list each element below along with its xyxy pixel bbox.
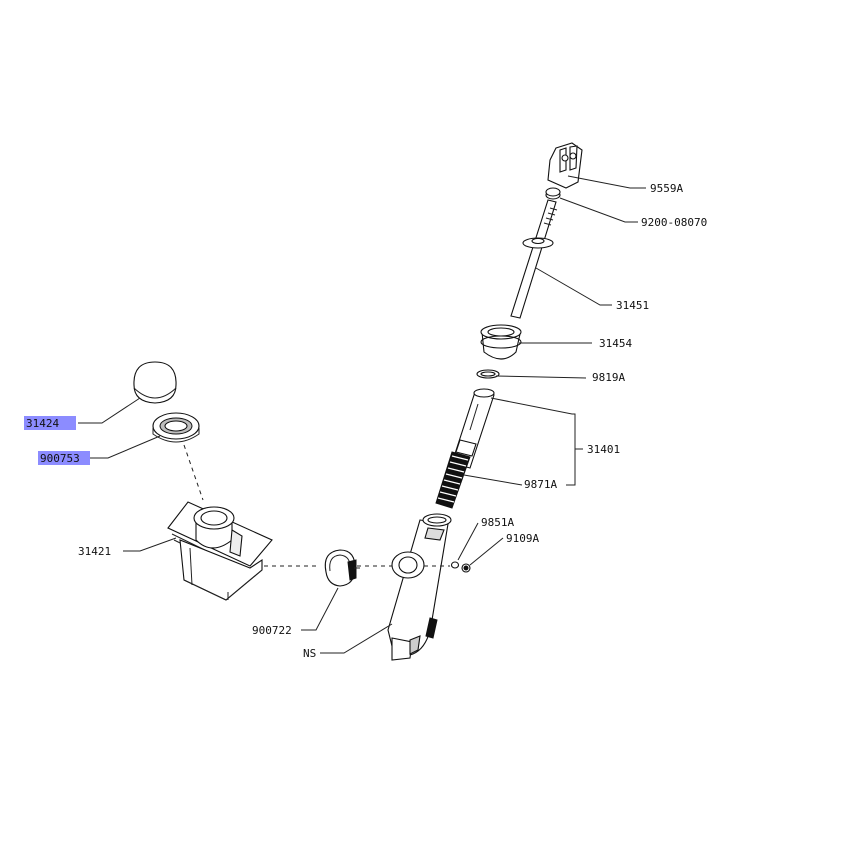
label-31401: 31401	[587, 443, 620, 456]
reservoir-tank-31421	[167, 501, 273, 601]
oring-9851a	[450, 561, 460, 569]
label-9851a: 9851A	[481, 516, 514, 529]
oring-9819a	[476, 369, 500, 379]
rod-31451	[510, 199, 558, 319]
highlight-900753	[38, 451, 90, 465]
seal-900753	[152, 412, 200, 443]
highlight-31424	[24, 416, 76, 430]
drain-body	[387, 513, 452, 661]
screw-9109a	[461, 563, 471, 573]
label-31421: 31421	[78, 545, 111, 558]
label-900753: 900753	[40, 452, 80, 465]
label-9109a: 9109A	[506, 532, 539, 545]
bushing-31454	[480, 324, 522, 360]
label-9871a: 9871A	[524, 478, 557, 491]
leader-lines	[78, 175, 646, 654]
label-31424: 31424	[26, 417, 59, 430]
label-31454: 31454	[599, 337, 632, 350]
label-31451: 31451	[616, 299, 649, 312]
label-9559a: 9559A	[650, 182, 683, 195]
label-ns: NS	[303, 647, 316, 660]
label-9819a: 9819A	[592, 371, 625, 384]
label-9200-08070: 9200-08070	[641, 216, 707, 229]
cap-31424	[133, 361, 177, 404]
fork-yoke-9559a	[547, 142, 583, 189]
spring-9871a	[435, 451, 471, 509]
tube-31401	[451, 388, 495, 469]
label-900722: 900722	[252, 624, 292, 637]
axis-line-cap	[183, 444, 204, 501]
clamp-900722	[324, 549, 360, 587]
nut-9200-08070	[545, 187, 561, 200]
